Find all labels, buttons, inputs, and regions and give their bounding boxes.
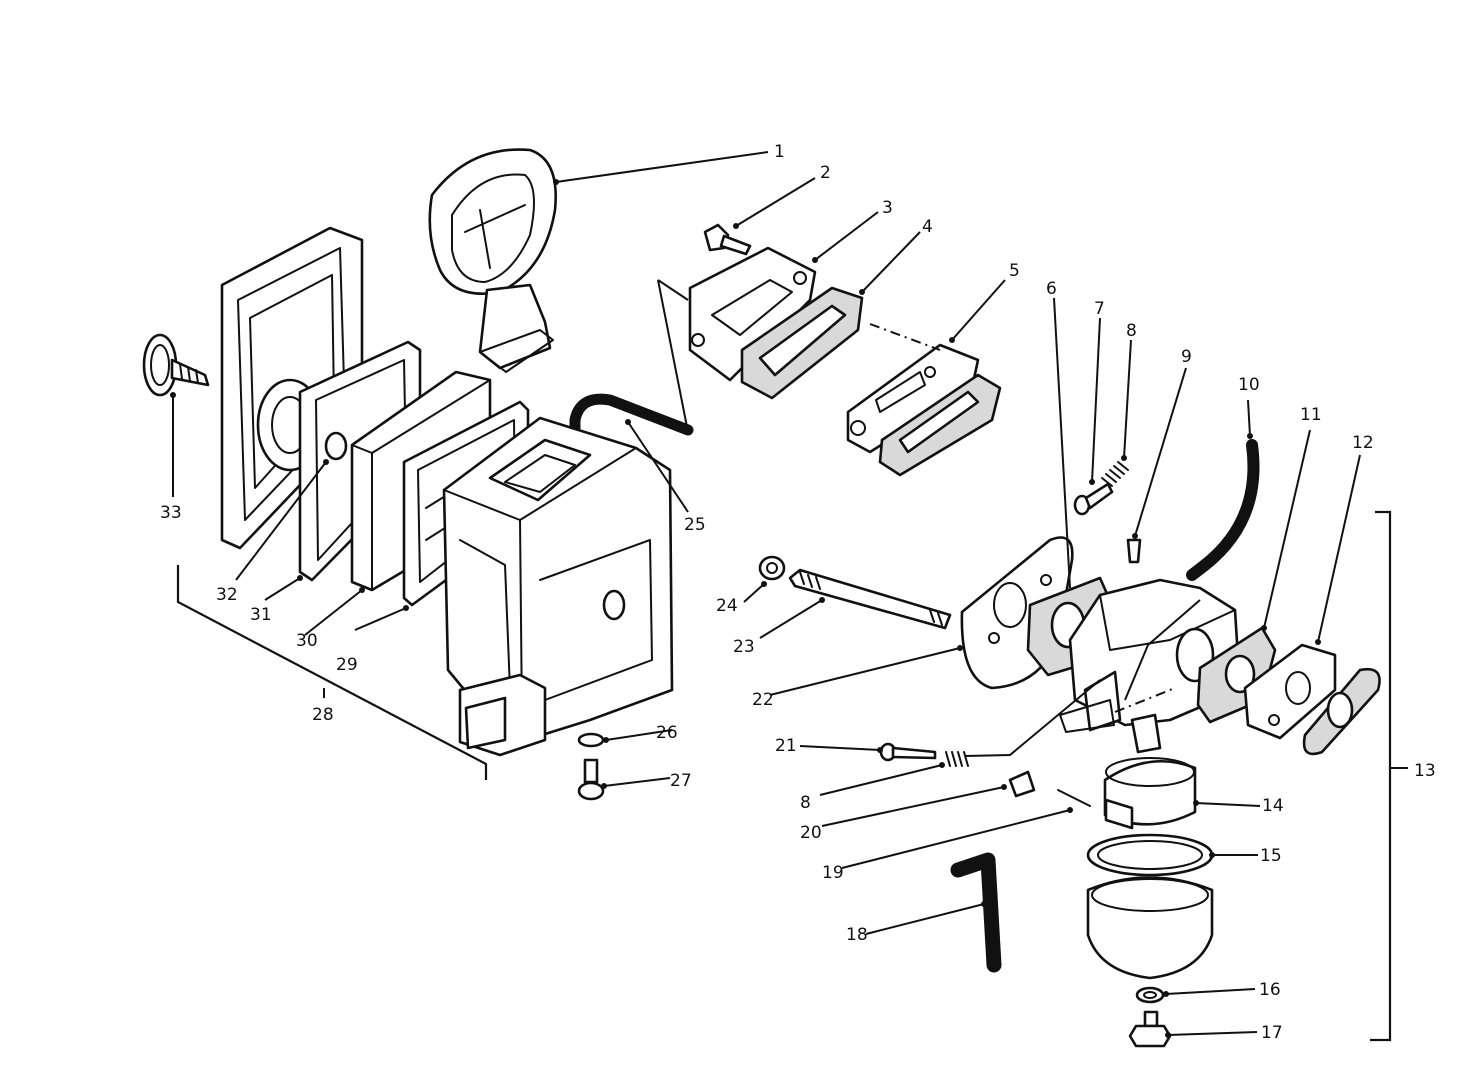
callout-2: 2 <box>820 163 831 183</box>
callout-19: 19 <box>822 863 844 883</box>
part-float-bowl <box>1086 876 1214 980</box>
callout-10: 10 <box>1238 375 1260 395</box>
callout-20: 20 <box>800 823 822 843</box>
part-nut <box>758 555 786 581</box>
callout-13: 13 <box>1414 761 1436 781</box>
callout-7: 7 <box>1094 299 1105 319</box>
part-washer-screw <box>577 732 605 801</box>
part-pin-19 <box>1057 789 1091 807</box>
callout-29: 29 <box>336 655 358 675</box>
part-spring-8b <box>945 751 969 767</box>
callout-8a: 8 <box>1126 321 1137 341</box>
part-spacer-plate <box>688 246 817 382</box>
part-flange-bolt <box>703 223 752 256</box>
part-bowl-nut <box>1128 1010 1172 1048</box>
callout-18: 18 <box>846 925 868 945</box>
part-screw-7 <box>1073 482 1114 516</box>
callout-5: 5 <box>1009 261 1020 281</box>
part-screw-9 <box>1126 538 1142 564</box>
callout-3: 3 <box>882 198 893 218</box>
callout-22: 22 <box>752 690 774 710</box>
callout-23: 23 <box>733 637 755 657</box>
part-gasket-12 <box>1302 667 1381 756</box>
part-carburetor-body <box>1059 578 1242 754</box>
callout-16: 16 <box>1259 980 1281 1000</box>
callout-14: 14 <box>1262 796 1284 816</box>
callout-9: 9 <box>1181 347 1192 367</box>
part-air-filter-cover <box>442 416 674 757</box>
callout-labels: 1 2 3 4 5 6 7 8 9 10 11 12 13 14 15 16 1… <box>160 142 1436 1043</box>
callout-1: 1 <box>774 142 785 162</box>
part-stud <box>788 568 952 630</box>
part-plate-5 <box>846 343 1002 477</box>
callout-24: 24 <box>716 596 738 616</box>
callout-28: 28 <box>312 705 334 725</box>
callout-33: 33 <box>160 503 182 523</box>
callout-32: 32 <box>216 585 238 605</box>
callout-17: 17 <box>1261 1023 1283 1043</box>
callout-21: 21 <box>775 736 797 756</box>
callout-31: 31 <box>250 605 272 625</box>
part-o-ring <box>1086 833 1214 877</box>
callout-8b: 8 <box>800 793 811 813</box>
leader-lines <box>172 151 1361 1036</box>
callout-15: 15 <box>1260 846 1282 866</box>
callout-30: 30 <box>296 631 318 651</box>
part-breather-hose <box>569 393 694 461</box>
part-intake-elbow <box>428 148 557 373</box>
part-screw-21 <box>879 742 937 762</box>
callout-6: 6 <box>1046 279 1057 299</box>
part-gasket-4 <box>740 286 864 400</box>
leader-dots <box>170 179 1321 1038</box>
callout-4: 4 <box>922 217 933 237</box>
part-knob-screw <box>142 333 210 397</box>
part-float <box>1103 757 1197 830</box>
part-washer-16 <box>1135 986 1165 1004</box>
callout-12: 12 <box>1352 433 1374 453</box>
part-jet-20 <box>1008 770 1036 798</box>
callout-26: 26 <box>656 723 678 743</box>
part-insulator-block <box>1243 643 1337 740</box>
callout-25: 25 <box>684 515 706 535</box>
bracket-13 <box>1370 510 1392 1042</box>
part-spring-8 <box>1101 461 1129 487</box>
part-fuel-line <box>1186 439 1260 581</box>
callout-27: 27 <box>670 771 692 791</box>
callout-11: 11 <box>1300 405 1322 425</box>
part-primer-hose <box>950 852 1002 973</box>
bracket-28 <box>176 565 488 780</box>
